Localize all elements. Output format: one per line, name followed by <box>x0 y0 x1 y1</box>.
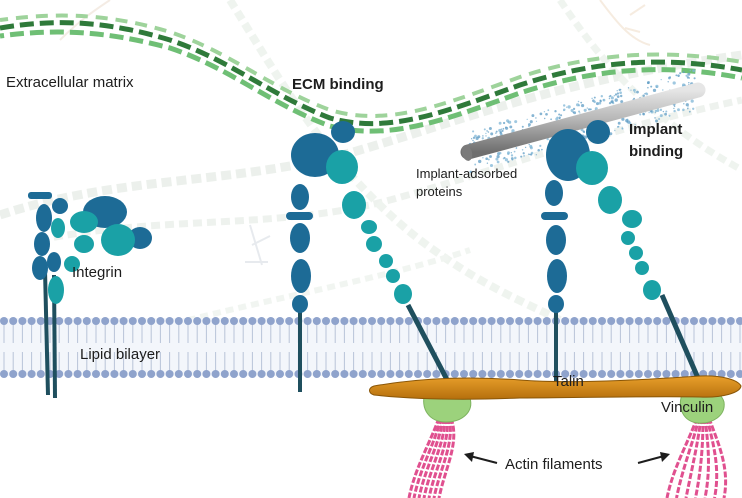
lipid-bilayer <box>0 317 742 378</box>
integrin-implant-binding <box>541 120 701 388</box>
label-integrin: Integrin <box>72 264 123 281</box>
label-vinculin: Vinculin <box>661 399 714 416</box>
talin <box>369 375 742 400</box>
label-implant-adsorbed-2: proteins <box>416 184 463 199</box>
label-actin-filaments: Actin filaments <box>505 456 603 473</box>
label-ecm-binding: ECM binding <box>292 76 384 93</box>
integrin-bent <box>28 192 152 399</box>
actin-filaments <box>407 417 728 498</box>
label-implant-binding-2: binding <box>629 143 684 160</box>
label-extracellular-matrix: Extracellular matrix <box>6 74 134 91</box>
label-implant-binding-1: Implant <box>629 121 683 138</box>
label-lipid-bilayer: Lipid bilayer <box>80 346 161 363</box>
label-talin: Talin <box>553 373 584 390</box>
actin-arrows <box>464 452 670 464</box>
label-implant-adsorbed-1: Implant-adsorbed <box>416 166 518 181</box>
background-ecm-fibers <box>0 0 742 333</box>
integrin-ecm-binding <box>286 121 458 397</box>
implant-rod <box>460 69 706 174</box>
